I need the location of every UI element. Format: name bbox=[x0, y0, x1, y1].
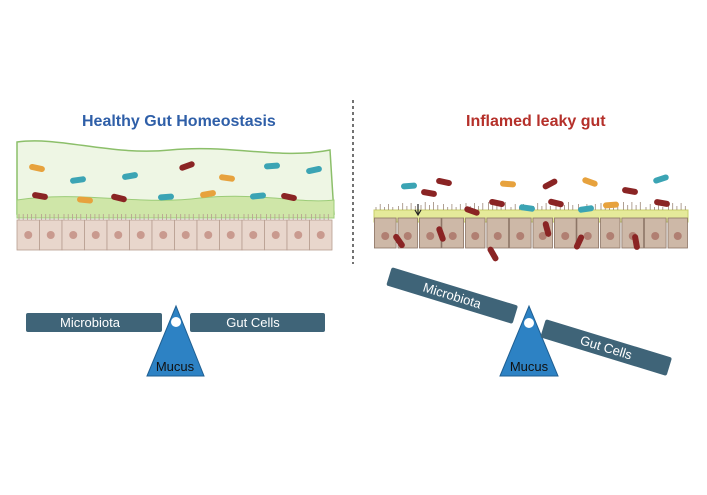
inner-mucus-layer bbox=[16, 195, 335, 219]
bacterium-icon bbox=[219, 174, 235, 182]
cell-nucleus bbox=[204, 231, 213, 239]
bacterium-icon bbox=[519, 204, 535, 212]
damaged-microvilli bbox=[375, 202, 686, 210]
bacterium-icon bbox=[158, 193, 174, 201]
beam-left-microbiota bbox=[26, 313, 162, 332]
cell-nucleus bbox=[46, 231, 55, 239]
healthy-gut-illustration bbox=[16, 140, 335, 251]
cell-nucleus bbox=[403, 232, 412, 240]
bacterium-icon bbox=[489, 198, 505, 208]
cell-nucleus bbox=[426, 232, 435, 240]
cell-nucleus bbox=[271, 231, 280, 239]
beam-label-microbiota: Microbiota bbox=[60, 315, 121, 330]
mucus-fulcrum bbox=[146, 304, 205, 377]
bacterium-icon bbox=[393, 233, 405, 249]
cell-nucleus bbox=[448, 232, 457, 240]
microbiota-bacteria bbox=[29, 161, 322, 204]
leaky-epithelial-layer bbox=[373, 217, 688, 249]
bacterium-icon bbox=[122, 172, 138, 180]
cell-nucleus bbox=[136, 231, 145, 239]
balanced-seesaw: Mucus Microbiota Gut Cells bbox=[26, 304, 325, 377]
epithelial-cell-layer bbox=[16, 219, 333, 251]
bacterium-icon bbox=[542, 178, 558, 190]
beam-right-gut-cells bbox=[190, 313, 325, 332]
bacterium-icon bbox=[436, 177, 452, 187]
fulcrum-pivot-icon bbox=[524, 318, 534, 328]
cell-nucleus bbox=[159, 231, 168, 239]
bacterium-icon bbox=[653, 174, 669, 184]
bacterium-icon bbox=[200, 190, 216, 198]
bacterium-icon bbox=[421, 189, 437, 197]
bacterium-icon bbox=[464, 206, 480, 216]
beam-right-gut-cells bbox=[540, 319, 672, 376]
bacterium-icon bbox=[573, 234, 585, 250]
bacterium-icon bbox=[654, 199, 670, 207]
translocating-bacteria bbox=[393, 174, 670, 262]
inflamed-panel-title: Inflamed leaky gut bbox=[466, 113, 606, 130]
bacterium-icon bbox=[548, 198, 564, 208]
bacterium-icon bbox=[32, 192, 48, 200]
cell-nucleus bbox=[294, 231, 303, 239]
healthy-panel-title: Healthy Gut Homeostasis bbox=[82, 113, 276, 130]
fulcrum-label: Mucus bbox=[510, 359, 549, 374]
cell-nucleus bbox=[673, 232, 682, 240]
bacterium-icon bbox=[306, 165, 322, 175]
bacterium-icon bbox=[70, 176, 86, 184]
cell-nucleus bbox=[538, 232, 547, 240]
cell-nucleus bbox=[316, 231, 325, 239]
beam-label-gut-cells: Gut Cells bbox=[578, 333, 634, 363]
fulcrum-pivot-icon bbox=[171, 317, 181, 327]
beam-label-microbiota: Microbiota bbox=[421, 280, 483, 312]
bacterium-icon bbox=[111, 193, 127, 203]
mucus-fulcrum bbox=[499, 304, 559, 377]
bacterium-icon bbox=[542, 221, 552, 237]
fulcrum-label: Mucus bbox=[156, 359, 195, 374]
bacterium-icon bbox=[179, 161, 195, 171]
microvilli bbox=[18, 214, 329, 220]
tilted-seesaw: Mucus Microbiota Gut Cells bbox=[386, 267, 672, 377]
bacterium-icon bbox=[77, 196, 93, 204]
bacterium-icon bbox=[632, 234, 640, 250]
bacterium-icon bbox=[578, 205, 594, 213]
bacterium-icon bbox=[500, 180, 516, 188]
bacterium-icon bbox=[622, 187, 638, 195]
inflamed-gut-illustration bbox=[373, 174, 689, 262]
bacterium-icon bbox=[281, 192, 297, 202]
bacterium-icon bbox=[29, 163, 45, 173]
penetration-arrow-icon bbox=[414, 204, 422, 217]
cell-nucleus bbox=[516, 232, 525, 240]
cell-nucleus bbox=[493, 232, 502, 240]
cell-nucleus bbox=[24, 231, 33, 239]
beam-left-microbiota bbox=[386, 267, 518, 324]
cell-nucleus bbox=[583, 232, 592, 240]
bacterium-icon bbox=[603, 201, 619, 209]
cell-nucleus bbox=[114, 231, 123, 239]
cell-nucleus bbox=[561, 232, 570, 240]
bacterium-icon bbox=[436, 226, 446, 242]
cell-nucleus bbox=[381, 232, 390, 240]
cell-nucleus bbox=[181, 231, 190, 239]
cell-nucleus bbox=[226, 231, 235, 239]
cell-nucleus bbox=[69, 231, 78, 239]
cell-nucleus bbox=[651, 232, 660, 240]
cell-nucleus bbox=[471, 232, 480, 240]
bacterium-icon bbox=[401, 182, 417, 190]
beam-label-gut-cells: Gut Cells bbox=[226, 315, 280, 330]
bacterium-icon bbox=[582, 177, 598, 187]
bacterium-icon bbox=[264, 162, 280, 170]
cell-nucleus bbox=[249, 231, 258, 239]
bacterium-icon bbox=[250, 192, 266, 200]
cell-nucleus bbox=[606, 232, 615, 240]
bacterium-icon bbox=[487, 246, 499, 262]
cell-nucleus bbox=[91, 231, 100, 239]
